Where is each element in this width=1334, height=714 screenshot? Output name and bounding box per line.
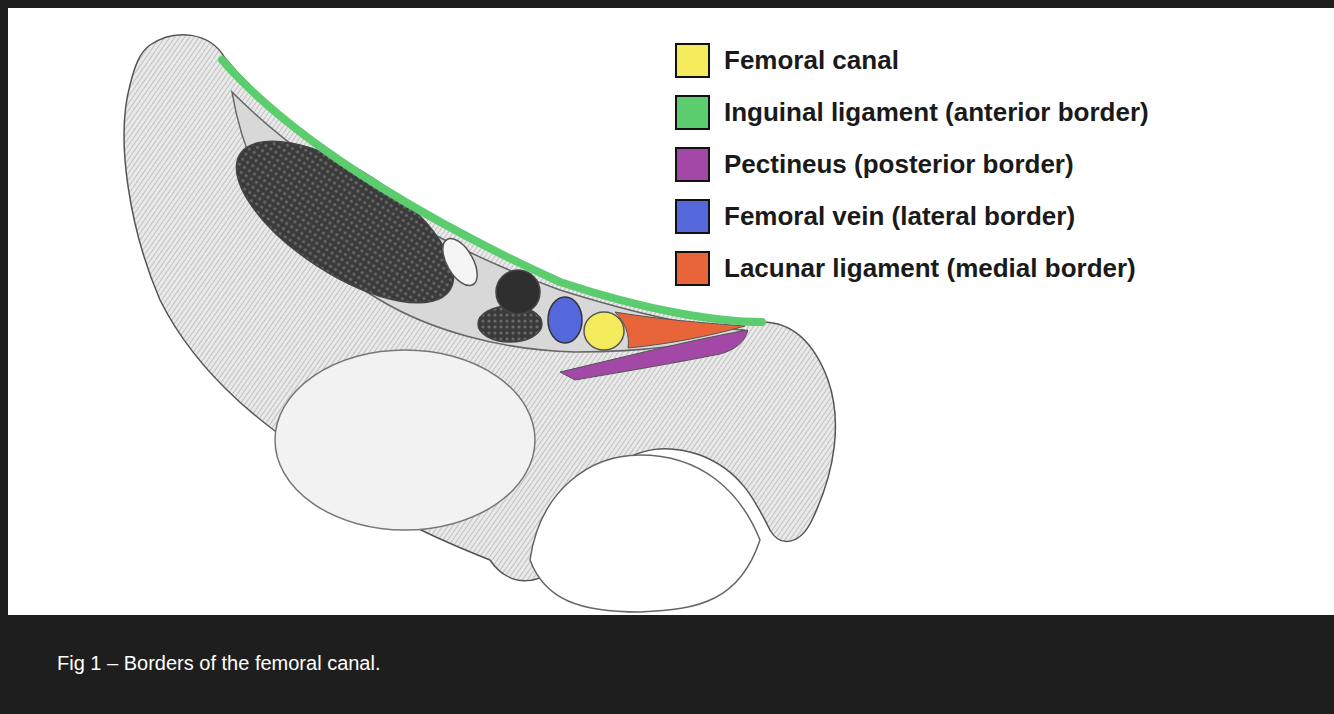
- legend: Femoral canalInguinal ligament (anterior…: [675, 34, 1149, 294]
- legend-swatch: [675, 199, 710, 234]
- inguinal-ligament: [222, 60, 762, 322]
- legend-text: Femoral canal: [724, 45, 899, 76]
- legend-row: Femoral canal: [675, 34, 1149, 86]
- femoral-vein: [548, 297, 582, 343]
- legend-row: Femoral vein (lateral border): [675, 190, 1149, 242]
- legend-swatch: [675, 251, 710, 286]
- caption-text: Fig 1 – Borders of the femoral canal.: [57, 652, 381, 674]
- obturator-foramen: [530, 455, 760, 612]
- legend-row: Pectineus (posterior border): [675, 138, 1149, 190]
- legend-row: Inguinal ligament (anterior border): [675, 86, 1149, 138]
- legend-swatch: [675, 147, 710, 182]
- legend-text: Inguinal ligament (anterior border): [724, 97, 1149, 128]
- acetabulum: [275, 350, 535, 530]
- legend-row: Lacunar ligament (medial border): [675, 242, 1149, 294]
- femoral-artery: [496, 270, 540, 314]
- figure-caption: Fig 1 – Borders of the femoral canal.: [57, 652, 381, 675]
- legend-text: Femoral vein (lateral border): [724, 201, 1075, 232]
- femoral-canal: [584, 312, 624, 350]
- legend-swatch: [675, 95, 710, 130]
- legend-text: Lacunar ligament (medial border): [724, 253, 1136, 284]
- legend-swatch: [675, 43, 710, 78]
- pectineus: [560, 330, 748, 380]
- legend-text: Pectineus (posterior border): [724, 149, 1074, 180]
